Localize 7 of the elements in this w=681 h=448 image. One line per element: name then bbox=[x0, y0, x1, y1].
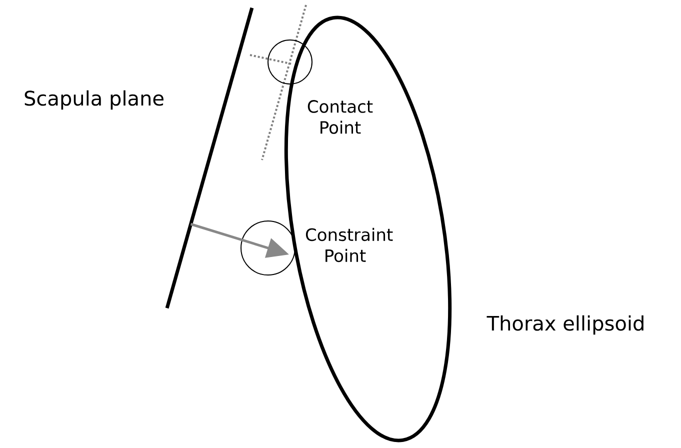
plane-line bbox=[165, 7, 254, 309]
label-text: Contact Point bbox=[308, 100, 373, 134]
marker-circle bbox=[268, 40, 312, 84]
label-text: Constraint Point bbox=[306, 228, 393, 262]
label-text: Thorax ellipsoid bbox=[486, 315, 644, 335]
marker-circle bbox=[240, 220, 296, 276]
label-text: Scapula plane bbox=[24, 90, 164, 110]
